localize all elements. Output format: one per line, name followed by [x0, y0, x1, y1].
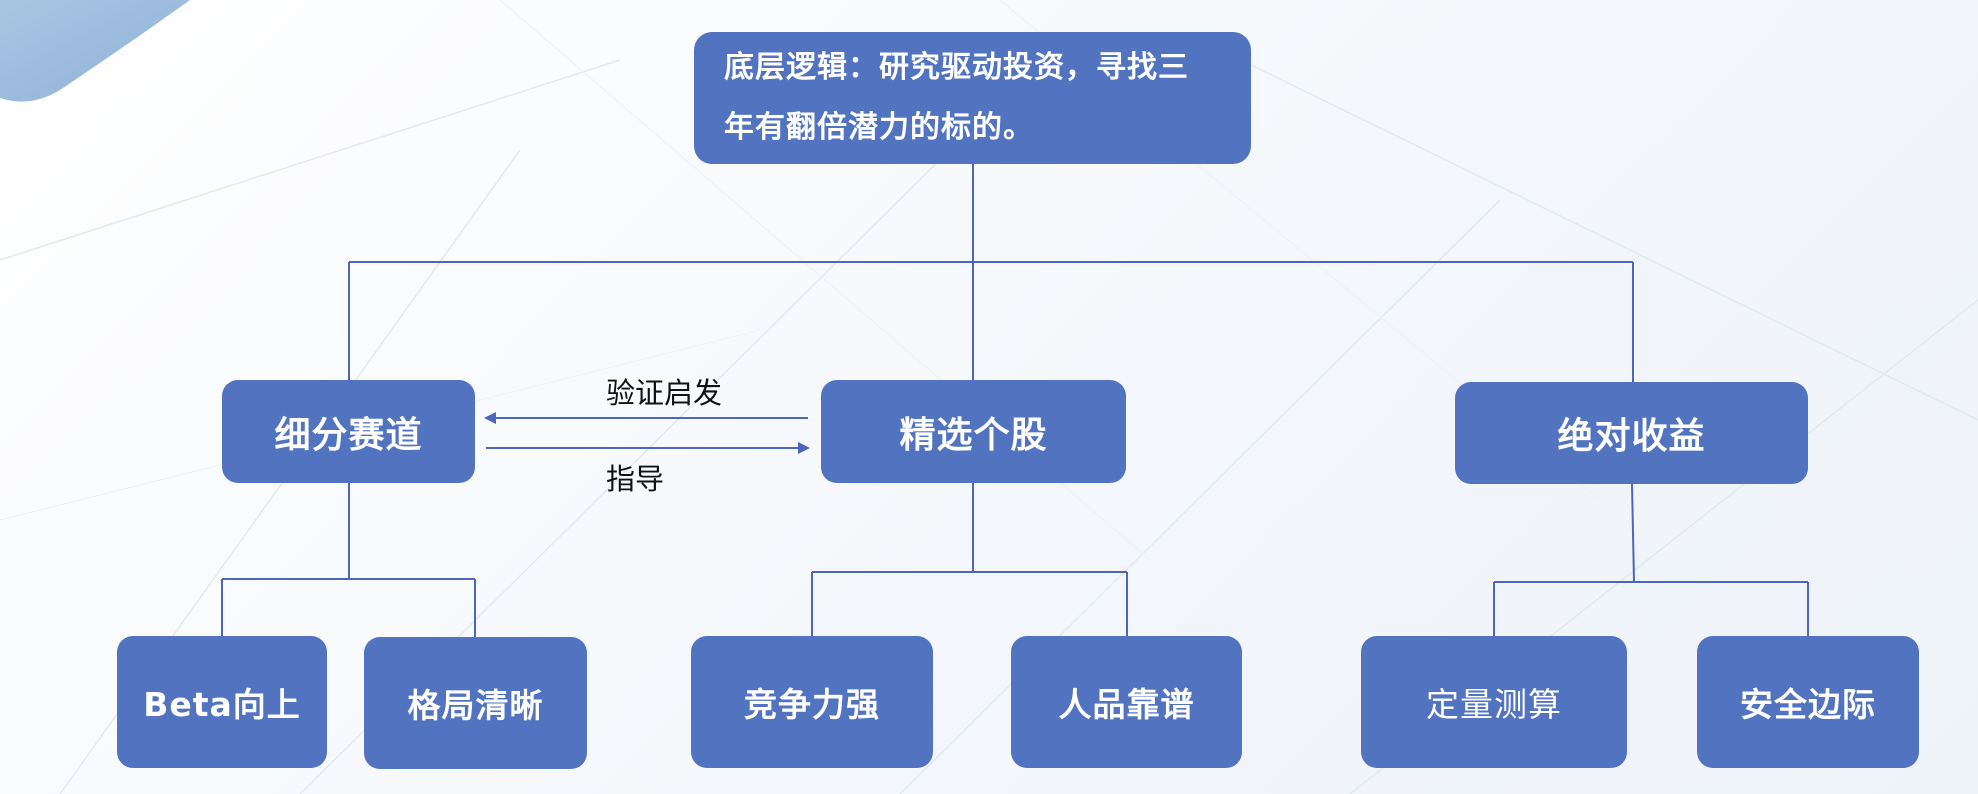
pillar-node-stock-pick: 精选个股: [821, 380, 1126, 483]
pillar-node-segment-track: 细分赛道: [222, 380, 475, 483]
root-node: 底层逻辑：研究驱动投资，寻找三年有翻倍潜力的标的。: [694, 32, 1251, 164]
pillar-label: 绝对收益: [1557, 416, 1706, 457]
pillar-node-absolute-return: 绝对收益: [1455, 382, 1808, 484]
leaf-node: 格局清晰: [364, 637, 587, 769]
pillar-label: 细分赛道: [274, 414, 423, 456]
leaf-label: Beta向上: [143, 685, 301, 724]
leaf-node: 安全边际: [1697, 636, 1919, 768]
corner-decoration: [0, 0, 190, 102]
pillar-3-stem: [1631, 483, 1635, 583]
leaf-node: Beta向上: [117, 636, 327, 768]
relation-label-validate: 验证启发: [606, 376, 723, 410]
leaf-label: 安全边际: [1740, 685, 1876, 724]
leaf-label: 定量测算: [1426, 685, 1562, 724]
leaf-node: 定量测算: [1361, 636, 1627, 768]
leaf-label: 人品靠谱: [1058, 685, 1195, 724]
pillar-label: 精选个股: [899, 414, 1048, 456]
root-text: 底层逻辑：研究驱动投资，寻找三年有翻倍潜力的标的。: [724, 50, 1189, 145]
leaf-label: 竞争力强: [744, 685, 880, 724]
leaf-node: 人品靠谱: [1011, 636, 1242, 768]
leaf-node: 竞争力强: [691, 636, 933, 768]
relation-label-guide: 指导: [606, 462, 665, 496]
leaf-label: 格局清晰: [407, 686, 544, 725]
